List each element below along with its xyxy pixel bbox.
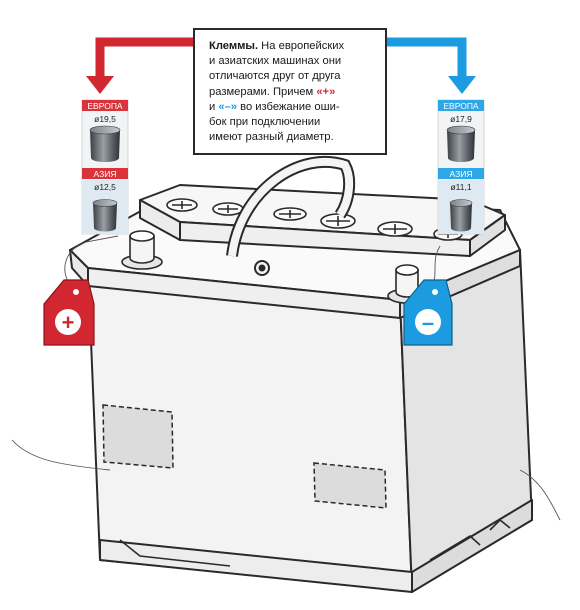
callout-line-4: размерами. Причем «+» [209,85,377,100]
positive-europe-label: ЕВРОПА [87,101,123,111]
callout-line-3: отличаются друг от друга [209,70,341,83]
plus-symbol: «+» [316,85,336,98]
callout-line-4-text: размерами. Причем [209,85,317,98]
negative-asia-diameter: ø11,1 [450,182,471,192]
callout-line-5-text: во избежание оши- [237,100,340,113]
negative-europe-diameter: ø17,9 [450,114,472,124]
positive-arrow [86,37,193,94]
negative-tag-symbol: – [422,310,434,335]
callout-title: Клеммы. [209,40,259,52]
positive-europe-diameter: ø19,5 [94,114,116,124]
callout-line-5-start: и [209,100,219,113]
cell-cover [139,184,506,257]
positive-tag-symbol: + [62,310,75,335]
positive-post [121,230,163,270]
positive-asia-diameter: ø12,5 [94,182,116,192]
callout-line-5: и «–» во избежание оши- [209,100,377,115]
positive-tag: + [43,279,95,346]
callout-line-2: и азиатских машинах они [209,55,342,68]
negative-europe-label: ЕВРОПА [443,101,479,111]
negative-asia-label: АЗИЯ [450,169,473,179]
callout-line-7: имеют разный диаметр. [209,131,334,144]
base-foot [119,518,511,567]
callout-line-6: бок при подключении [209,116,321,129]
positive-asia-label: АЗИЯ [94,169,117,179]
negative-arrow [387,37,476,94]
callout-line-1-text: На европейских [258,40,345,52]
minus-symbol: «–» [218,100,238,113]
label-panels [102,404,387,509]
carry-handle [226,155,356,276]
negative-tag: – [403,279,453,346]
callout-line-1: Клеммы. На европейских [209,39,377,54]
terminals-callout: Клеммы. На европейских и азиатских машин… [193,28,387,155]
